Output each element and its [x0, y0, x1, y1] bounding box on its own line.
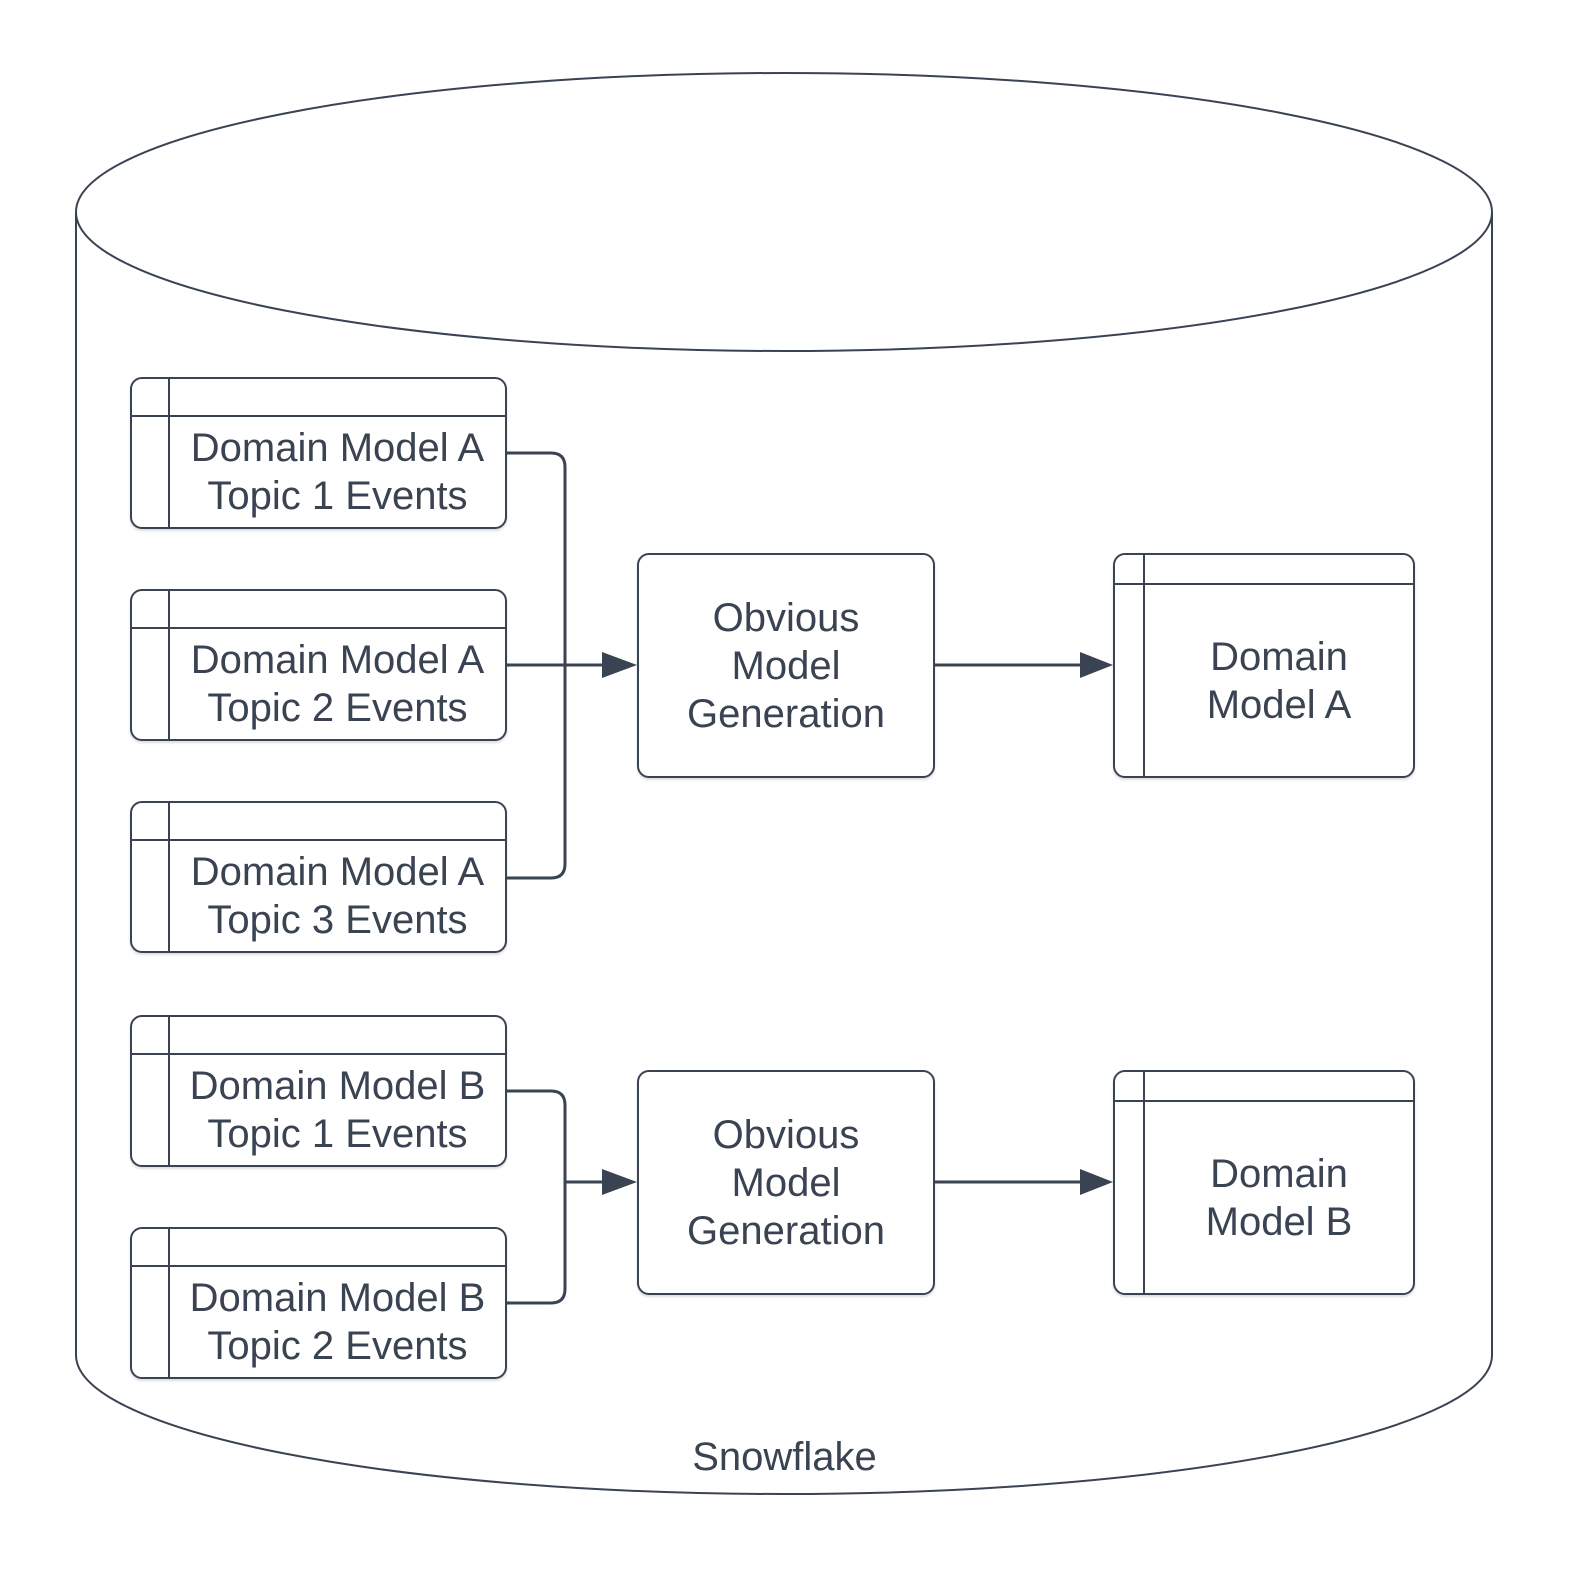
- table-header-divider: [132, 1265, 505, 1268]
- model-table-label: Domain Model A: [1206, 634, 1352, 727]
- table-header-divider: [132, 415, 505, 418]
- connector-group-b: [507, 1089, 637, 1305]
- process-label: Obvious Model Generation: [687, 1112, 885, 1253]
- connector-b-topic1-topic2-trunk: [507, 1089, 567, 1305]
- event-table-domain-model-b-topic-2: Domain Model B Topic 2 Events: [130, 1227, 507, 1379]
- process-obvious-model-generation-a: Obvious Model Generation: [637, 553, 935, 778]
- table-header-divider: [132, 1053, 505, 1056]
- table-key-column-divider: [168, 1229, 171, 1377]
- arrowhead-a-to-process: [602, 652, 637, 678]
- connector-process-a-to-model-a: [935, 652, 1113, 678]
- arrowhead-process-a-to-model-a: [1080, 652, 1113, 678]
- event-table-domain-model-a-topic-3: Domain Model A Topic 3 Events: [130, 801, 507, 953]
- table-header-divider: [132, 627, 505, 630]
- event-table-domain-model-a-topic-2: Domain Model A Topic 2 Events: [130, 589, 507, 741]
- model-table-domain-model-a: Domain Model A: [1113, 553, 1415, 778]
- table-key-column-divider: [1143, 1072, 1146, 1293]
- model-table-label: Domain Model B: [1205, 1151, 1353, 1244]
- event-table-domain-model-a-topic-1: Domain Model A Topic 1 Events: [130, 377, 507, 529]
- table-header-divider: [132, 839, 505, 842]
- connector-group-a: [507, 451, 637, 880]
- event-table-domain-model-b-topic-1: Domain Model B Topic 1 Events: [130, 1015, 507, 1167]
- table-key-column-divider: [168, 1017, 171, 1165]
- table-header-divider: [1115, 1100, 1413, 1103]
- cylinder-top-ellipse: [75, 72, 1493, 352]
- arrowhead-b-to-process: [602, 1169, 637, 1195]
- snowflake-label: Snowflake: [692, 1435, 877, 1479]
- table-key-column-divider: [1143, 555, 1146, 776]
- event-table-label: Domain Model A Topic 3 Events: [190, 850, 485, 942]
- process-obvious-model-generation-b: Obvious Model Generation: [637, 1070, 935, 1295]
- process-label: Obvious Model Generation: [687, 595, 885, 736]
- event-table-label: Domain Model A Topic 2 Events: [190, 638, 485, 730]
- connector-process-b-to-model-b: [935, 1169, 1113, 1195]
- model-table-domain-model-b: Domain Model B: [1113, 1070, 1415, 1295]
- table-key-column-divider: [168, 379, 171, 527]
- table-key-column-divider: [168, 591, 171, 739]
- table-key-column-divider: [168, 803, 171, 951]
- event-table-label: Domain Model B Topic 1 Events: [189, 1064, 486, 1156]
- table-header-divider: [1115, 583, 1413, 586]
- arrowhead-process-b-to-model-b: [1080, 1169, 1113, 1195]
- event-table-label: Domain Model A Topic 1 Events: [190, 426, 485, 518]
- event-table-label: Domain Model B Topic 2 Events: [189, 1276, 486, 1368]
